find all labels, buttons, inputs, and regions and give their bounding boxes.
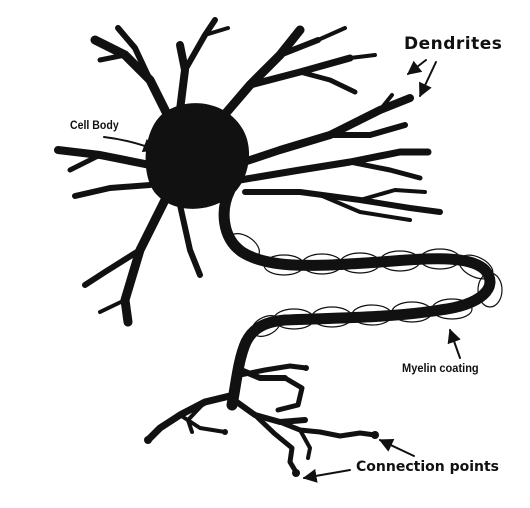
cell-body-label: Cell Body: [70, 119, 119, 131]
connection-points-label: Connection points: [356, 460, 499, 474]
myelin-coating-label: Myelin coating: [402, 362, 479, 374]
dendrites-label: Dendrites: [404, 36, 502, 53]
dendrites: [58, 20, 440, 322]
axon-terminals: [148, 366, 375, 472]
